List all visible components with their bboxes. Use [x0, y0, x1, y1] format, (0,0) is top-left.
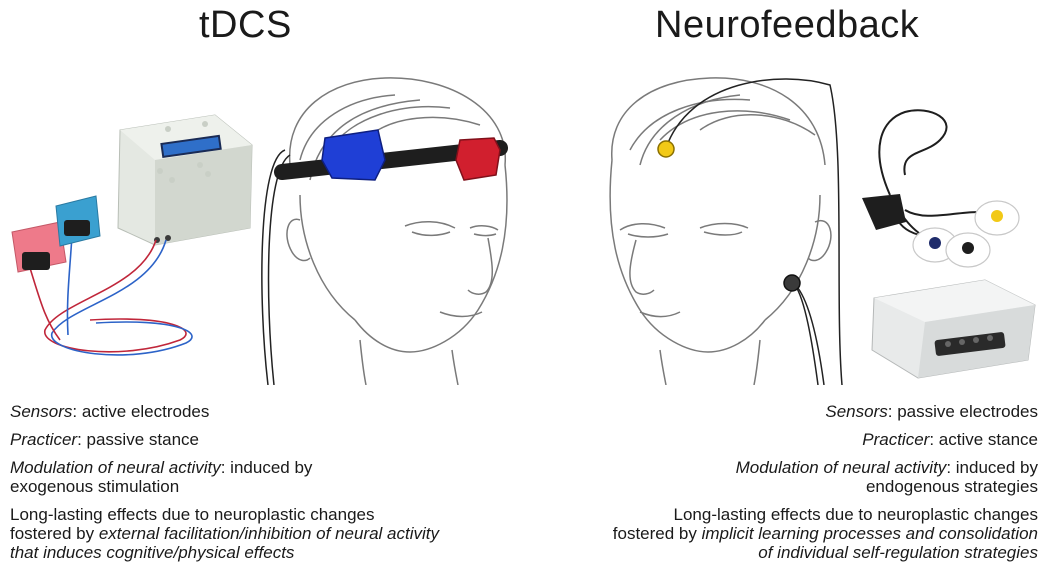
nf-long-lasting-effects: Long-lasting effects due to neuroplastic… [518, 505, 1038, 562]
eeg-amplifier-hub [862, 194, 906, 230]
tdcs-sponge-pads [12, 196, 100, 272]
tdcs-sensors: Sensors: active electrodes [10, 402, 530, 421]
tdcs-head-sketch [287, 78, 507, 385]
tdcs-long-lasting-effects: Long-lasting effects due to neuroplastic… [10, 505, 530, 562]
neurofeedback-description: Sensors: passive electrodes Practicer: a… [518, 402, 1038, 571]
tdcs-title: tDCS [199, 4, 292, 47]
eeg-scalp-electrode [658, 141, 674, 157]
tdcs-modulation: Modulation of neural activity: induced b… [10, 458, 530, 496]
anode-electrode [322, 130, 385, 180]
tdcs-practicer: Practicer: passive stance [10, 430, 530, 449]
illustration [0, 60, 1048, 385]
neurofeedback-head-sketch [610, 78, 831, 385]
nf-modulation: Modulation of neural activity: induced b… [518, 458, 1038, 496]
tdcs-description: Sensors: active electrodes Practicer: pa… [10, 402, 530, 571]
eeg-amplifier-box [872, 280, 1035, 378]
eeg-ear-clip-electrode [784, 275, 800, 291]
neurofeedback-title: Neurofeedback [655, 4, 919, 47]
eeg-sensor-pads [913, 201, 1019, 267]
tdcs-electrode-wires [262, 150, 290, 385]
nf-sensors: Sensors: passive electrodes [518, 402, 1038, 421]
tdcs-stimulator-device [118, 115, 252, 245]
nf-practicer: Practicer: active stance [518, 430, 1038, 449]
cathode-electrode [456, 138, 500, 180]
